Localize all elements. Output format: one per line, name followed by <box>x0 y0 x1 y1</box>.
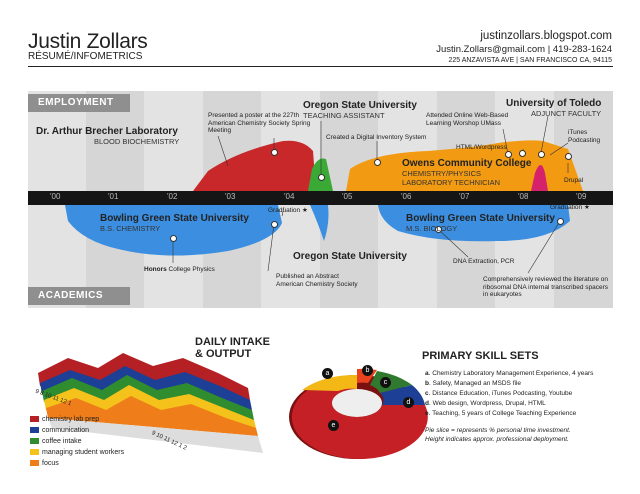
bgsu-ms-title: Bowling Green State University <box>406 213 555 224</box>
owens-cc-role: CHEMISTRY/PHYSICS LABORATORY TECHNICIAN <box>402 169 501 187</box>
slice-label-e: e <box>328 420 339 431</box>
skill-item: d. Web design, Wordpress, Drupal, HTML <box>425 400 546 407</box>
year-label: '01 <box>108 192 119 201</box>
webbased-note: Attended Online Web-Based Learning Worsh… <box>426 112 509 127</box>
blog-url[interactable]: justinzollars.blogspot.com <box>480 30 612 42</box>
owens-cc-title: Owens Community College <box>402 158 532 169</box>
osu-acad-title: Oregon State University <box>293 251 407 262</box>
event-dot <box>271 221 278 228</box>
skill-item: a. Chemistry Laboratory Management Exper… <box>425 370 594 377</box>
year-label: '07 <box>459 192 470 201</box>
event-dot <box>557 218 564 225</box>
year-axis: '00 '01 '02 '03 '04 '05 '06 '07 '08 '09 <box>28 191 613 205</box>
brecher-lab-title: Dr. Arthur Brecher Laboratory <box>36 126 178 137</box>
year-label: '08 <box>518 192 529 201</box>
itunes-note: iTunes Podcasting <box>568 129 601 144</box>
bgsu-bs-title: Bowling Green State University <box>100 213 249 224</box>
year-label: '06 <box>401 192 412 201</box>
contact-line: Justin.Zollars@gmail.com | 419-283-1624 <box>436 44 612 55</box>
graduation-2-note: Graduation ★ <box>550 204 590 211</box>
legend-item: coffee intake <box>30 438 82 445</box>
legend-item: chemistry lab prep <box>30 416 99 423</box>
skills-note-2: Height indicates approx. professional de… <box>425 436 569 443</box>
year-label: '04 <box>284 192 295 201</box>
event-dot <box>271 149 278 156</box>
utoledo-shape <box>531 165 548 191</box>
legend-item: managing student workers <box>30 449 124 456</box>
resume-subtitle: RÉSUMÉ/INFOMETRICS <box>28 51 143 62</box>
bgsu-bs-degree: B.S. CHEMISTRY <box>100 224 161 233</box>
legend-item: focus <box>30 460 59 467</box>
review-note: Comprehensively reviewed the literature … <box>483 276 609 298</box>
skill-item: b. Safety, Managed an MSDS file <box>425 380 522 387</box>
drupal-note: Drupal <box>564 177 584 184</box>
honors-note: Honors College Physics <box>144 266 215 273</box>
legend-item: communication <box>30 427 89 434</box>
daily-title: DAILY INTAKE& OUTPUT <box>195 336 270 360</box>
employment-label: EMPLOYMENT <box>28 94 130 112</box>
utoledo-role: ADJUNCT FACULTY <box>531 109 602 118</box>
inventory-note: Created a Digital Inventory System <box>326 134 427 141</box>
osu-ta-title: Oregon State University <box>303 100 417 111</box>
career-timeline: EMPLOYMENT ACADEMICS <box>28 91 613 308</box>
event-dot <box>538 151 545 158</box>
event-dot <box>505 151 512 158</box>
osu-ta-role: TEACHING ASSISTANT <box>303 111 385 120</box>
dna-note: DNA Extraction, PCR <box>453 258 515 265</box>
brecher-lab-shape <box>193 140 316 191</box>
address-line: 225 ANZAVISTA AVE | SAN FRANCISCO CA, 94… <box>448 57 612 64</box>
event-dot <box>318 174 325 181</box>
skills-title: PRIMARY SKILL SETS <box>422 350 539 362</box>
academics-label: ACADEMICS <box>28 287 130 305</box>
poster-note: Presented a poster at the 227th American… <box>208 112 311 134</box>
year-label: '09 <box>576 192 587 201</box>
skills-note-1: Pie slice = represents % personal time i… <box>425 427 571 434</box>
event-dot <box>374 159 381 166</box>
slice-label-c: c <box>380 377 391 388</box>
bgsu-ms-shape <box>378 205 570 242</box>
event-dot <box>519 150 526 157</box>
event-dot <box>170 235 177 242</box>
year-label: '05 <box>342 192 353 201</box>
year-label: '03 <box>225 192 236 201</box>
year-label: '00 <box>50 192 61 201</box>
slice-label-a: a <box>322 368 333 379</box>
daily-intake-chart <box>38 353 263 453</box>
skill-item: c. Distance Education, iTunes Podcasting… <box>425 390 573 397</box>
graduation-1-note: Graduation ★ <box>268 207 308 214</box>
header-rule <box>28 66 613 67</box>
year-label: '02 <box>167 192 178 201</box>
event-dot <box>565 153 572 160</box>
slice-label-d: d <box>403 397 414 408</box>
slice-label-b: b <box>362 365 373 376</box>
brecher-lab-role: BLOOD BIOCHEMISTRY <box>94 137 180 146</box>
osu-acad-shape <box>310 205 329 241</box>
resume-name: Justin Zollars <box>28 30 148 53</box>
bgsu-bs-shape <box>65 205 282 256</box>
skills-donut <box>289 368 428 459</box>
event-dot <box>435 226 442 233</box>
bgsu-ms-degree: M.S. BIOLOGY <box>406 224 458 233</box>
utoledo-title: University of Toledo <box>506 98 602 109</box>
html-note: HTML/Wordpress <box>456 144 507 151</box>
skill-item: e. Teaching, 5 years of College Teaching… <box>425 410 577 417</box>
